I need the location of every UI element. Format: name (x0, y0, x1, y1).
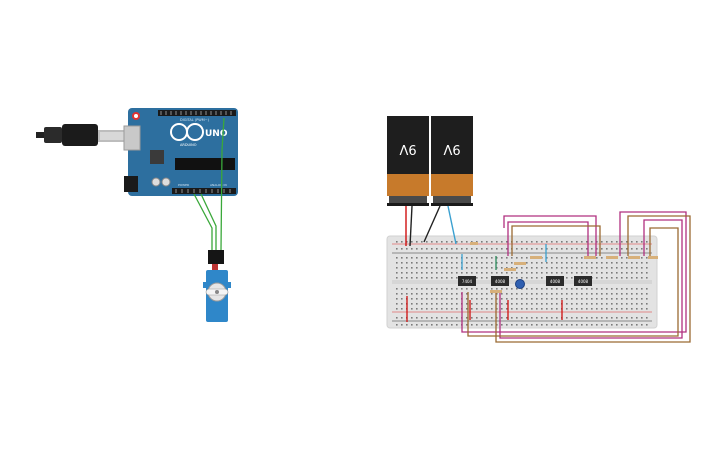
power-header-label: POWER (178, 183, 189, 187)
servo-motor[interactable] (203, 250, 231, 322)
battery-1-label: 9V (399, 141, 416, 156)
arduino-board[interactable]: DIGITAL (PWM~) UNO ARDUINO POWER ANALOG … (123, 108, 238, 196)
ic-chip-3[interactable]: 4008 (546, 276, 564, 286)
ic-chip-2[interactable]: 4008 (491, 276, 509, 286)
resistors[interactable] (470, 242, 658, 293)
ic-chip-1-label: 7404 (462, 279, 473, 284)
short-jumpers[interactable] (406, 244, 563, 322)
usb-cable[interactable] (36, 124, 128, 146)
purple-wires[interactable] (461, 211, 687, 339)
arduino-servo-wires[interactable] (193, 117, 225, 251)
usb-port (123, 125, 141, 151)
battery-wires[interactable] (405, 205, 457, 247)
ic-chip-4[interactable]: 4008 (574, 276, 592, 286)
microcontroller-chip (175, 158, 235, 170)
power-analog-header (172, 188, 236, 194)
digital-header-label: DIGITAL (PWM~) (180, 118, 210, 122)
arduino-sub: ARDUINO (180, 143, 197, 147)
analog-header-label: ANALOG IN (210, 183, 227, 187)
ic-chip-1[interactable]: 7404 (458, 276, 476, 286)
arduino-brand: UNO (205, 129, 228, 139)
ic-chip-2-label: 4008 (495, 279, 506, 284)
capacitor[interactable] (515, 279, 525, 289)
battery-2[interactable]: 9V (431, 116, 473, 206)
battery-1[interactable]: 9V (387, 116, 429, 206)
brown-wires[interactable] (467, 215, 691, 343)
ic-chip-3-label: 4008 (550, 279, 561, 284)
ic-chip-4-label: 4008 (578, 279, 589, 284)
power-jack (124, 176, 138, 192)
battery-2-label: 9V (443, 141, 460, 156)
